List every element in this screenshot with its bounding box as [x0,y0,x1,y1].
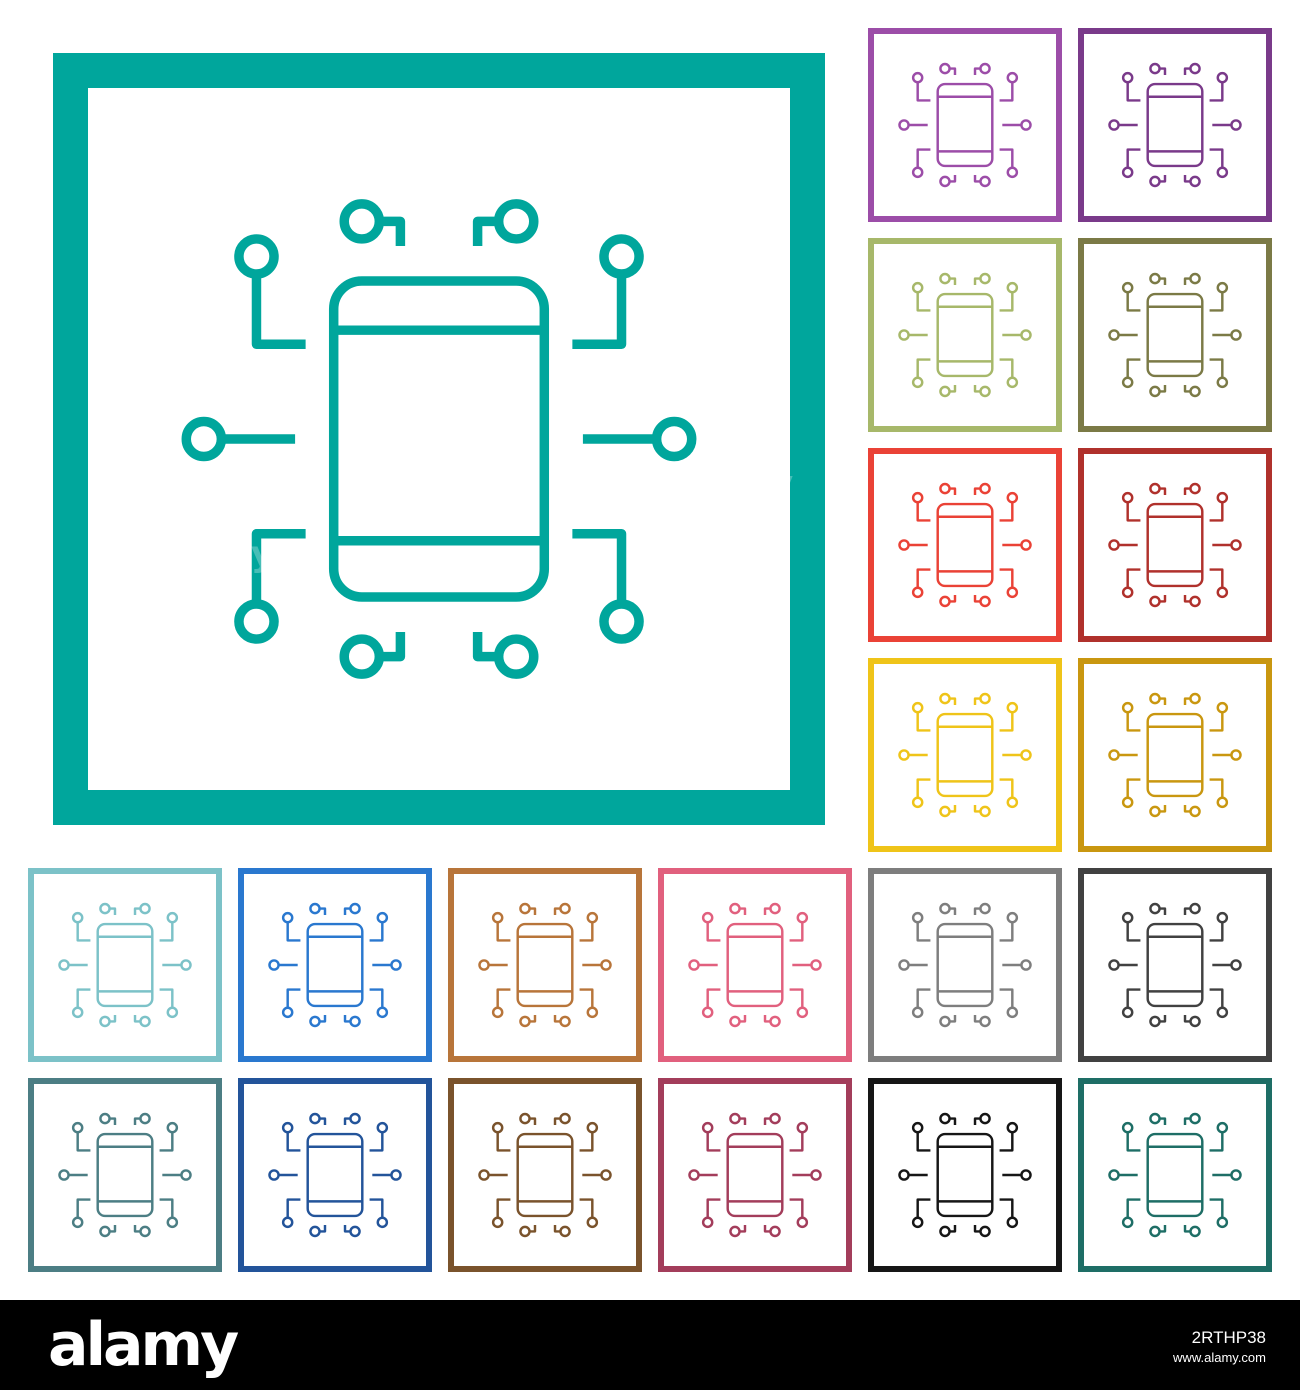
color-variant-tile-20 [1078,1078,1272,1272]
smartphone-circuit-icon [1108,902,1242,1028]
color-variant-tile-16 [238,1078,432,1272]
smartphone-circuit-icon [898,902,1032,1028]
smartphone-circuit-icon [898,62,1032,188]
color-variant-tile-15 [28,1078,222,1272]
image-url: www.alamy.com [1173,1350,1266,1365]
smartphone-circuit-icon [58,1112,192,1238]
color-variant-tile-11 [448,868,642,1062]
color-variant-tile-8 [1078,658,1272,852]
color-variant-tile-10 [238,868,432,1062]
color-variant-tile-2 [1078,28,1272,222]
smartphone-circuit-icon [898,1112,1032,1238]
alamy-logo: alamy [48,1310,239,1380]
color-variant-tile-5 [868,448,1062,642]
smartphone-circuit-icon [58,902,192,1028]
smartphone-circuit-icon [898,692,1032,818]
color-variant-tile-9 [28,868,222,1062]
image-id-block: 2RTHP38 www.alamy.com [1173,1328,1266,1368]
smartphone-circuit-icon [1108,1112,1242,1238]
smartphone-circuit-icon [688,902,822,1028]
smartphone-circuit-icon [181,199,697,679]
smartphone-circuit-icon [1108,62,1242,188]
smartphone-circuit-icon [478,902,612,1028]
smartphone-circuit-icon [898,272,1032,398]
image-id: 2RTHP38 [1191,1328,1266,1347]
color-variant-tile-7 [868,658,1062,852]
smartphone-circuit-icon [1108,482,1242,608]
color-variant-tile-17 [448,1078,642,1272]
smartphone-circuit-icon [898,482,1032,608]
color-variant-tile-4 [1078,238,1272,432]
color-variant-tile-19 [868,1078,1062,1272]
smartphone-circuit-icon [268,1112,402,1238]
color-variant-tile-14 [1078,868,1272,1062]
stock-footer-bar: alamy 2RTHP38 www.alamy.com [0,1300,1300,1390]
smartphone-circuit-icon [478,1112,612,1238]
smartphone-circuit-icon [1108,272,1242,398]
color-variant-tile-6 [1078,448,1272,642]
color-variant-tile-3 [868,238,1062,432]
color-variant-tile-1 [868,28,1062,222]
color-variant-tile-13 [868,868,1062,1062]
smartphone-circuit-icon [688,1112,822,1238]
color-variant-tile-12 [658,868,852,1062]
smartphone-circuit-icon [1108,692,1242,818]
smartphone-circuit-icon [268,902,402,1028]
color-variant-tile-18 [658,1078,852,1272]
